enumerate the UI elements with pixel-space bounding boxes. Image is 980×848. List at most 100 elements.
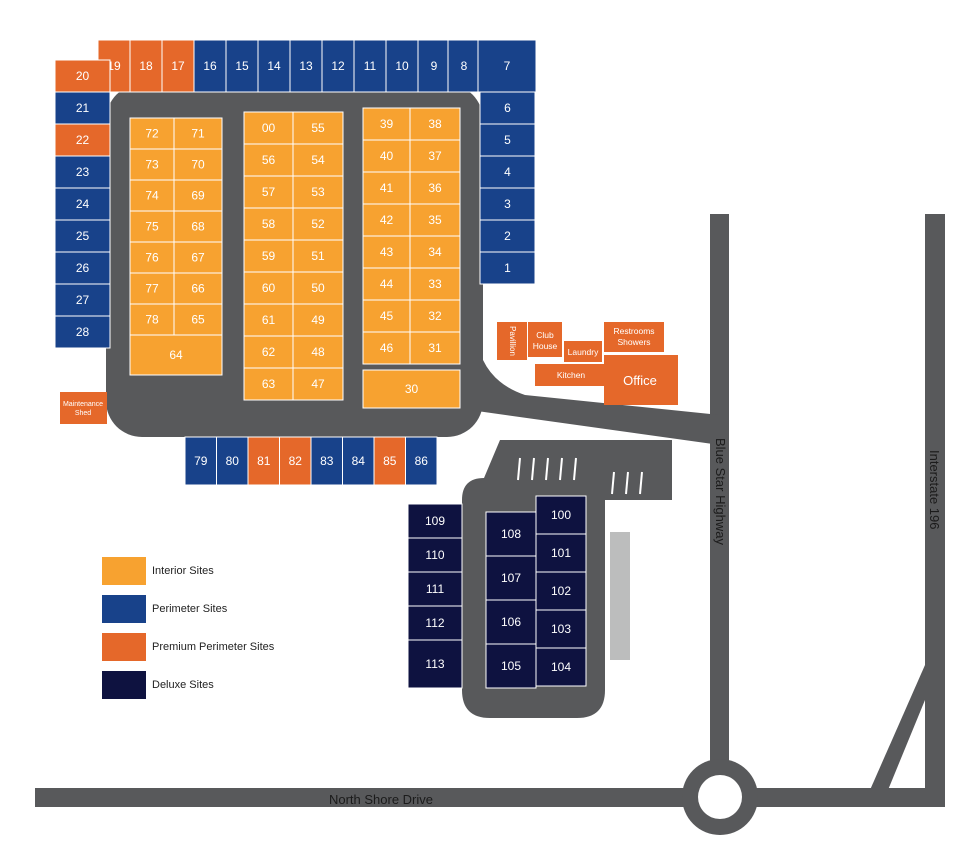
site-48[interactable]: 48 bbox=[292, 335, 344, 369]
site-68[interactable]: 68 bbox=[173, 210, 223, 243]
site-plot[interactable] bbox=[485, 555, 537, 601]
site-102[interactable]: 102 bbox=[535, 571, 587, 611]
site-plot[interactable] bbox=[417, 39, 451, 93]
site-85[interactable]: 85 bbox=[373, 436, 406, 486]
site-109[interactable]: 109 bbox=[407, 503, 463, 539]
site-53[interactable]: 53 bbox=[292, 175, 344, 209]
site-27[interactable]: 27 bbox=[54, 283, 111, 317]
site-plot[interactable] bbox=[479, 91, 536, 125]
site-plot[interactable] bbox=[409, 107, 461, 141]
site-80[interactable]: 80 bbox=[216, 436, 249, 486]
site-103[interactable]: 103 bbox=[535, 609, 587, 649]
site-plot[interactable] bbox=[479, 187, 536, 221]
site-plot[interactable] bbox=[225, 39, 259, 93]
site-11[interactable]: 11 bbox=[353, 39, 387, 93]
site-106[interactable]: 106 bbox=[485, 599, 537, 645]
site-26[interactable]: 26 bbox=[54, 251, 111, 285]
site-43[interactable]: 43 bbox=[362, 235, 411, 269]
site-36[interactable]: 36 bbox=[409, 171, 461, 205]
site-24[interactable]: 24 bbox=[54, 187, 111, 221]
site-81[interactable]: 81 bbox=[247, 436, 280, 486]
site-plot[interactable] bbox=[173, 148, 223, 181]
site-plot[interactable] bbox=[479, 251, 536, 285]
site-52[interactable]: 52 bbox=[292, 207, 344, 241]
site-71[interactable]: 71 bbox=[173, 117, 223, 150]
site-plot[interactable] bbox=[54, 123, 111, 157]
site-41[interactable]: 41 bbox=[362, 171, 411, 205]
site-plot[interactable] bbox=[407, 571, 463, 607]
site-plot[interactable] bbox=[216, 436, 249, 486]
site-plot[interactable] bbox=[362, 171, 411, 205]
site-plot[interactable] bbox=[362, 331, 411, 365]
site-plot[interactable] bbox=[129, 272, 175, 305]
site-plot[interactable] bbox=[161, 39, 195, 93]
site-plot[interactable] bbox=[362, 369, 461, 409]
site-61[interactable]: 61 bbox=[243, 303, 294, 337]
site-38[interactable]: 38 bbox=[409, 107, 461, 141]
site-5[interactable]: 5 bbox=[479, 123, 536, 157]
kitchen-building[interactable] bbox=[535, 364, 605, 386]
site-plot[interactable] bbox=[54, 91, 111, 125]
site-plot[interactable] bbox=[193, 39, 227, 93]
site-plot[interactable] bbox=[409, 171, 461, 205]
site-plot[interactable] bbox=[129, 210, 175, 243]
site-13[interactable]: 13 bbox=[289, 39, 323, 93]
site-plot[interactable] bbox=[247, 436, 280, 486]
pavilion-building[interactable] bbox=[497, 322, 527, 360]
site-plot[interactable] bbox=[535, 533, 587, 573]
site-plot[interactable] bbox=[292, 175, 344, 209]
site-plot[interactable] bbox=[54, 283, 111, 317]
site-75[interactable]: 75 bbox=[129, 210, 175, 243]
site-17[interactable]: 17 bbox=[161, 39, 195, 93]
site-50[interactable]: 50 bbox=[292, 271, 344, 305]
site-70[interactable]: 70 bbox=[173, 148, 223, 181]
site-31[interactable]: 31 bbox=[409, 331, 461, 365]
site-9[interactable]: 9 bbox=[417, 39, 451, 93]
site-112[interactable]: 112 bbox=[407, 605, 463, 641]
site-63[interactable]: 63 bbox=[243, 367, 294, 401]
site-plot[interactable] bbox=[373, 436, 406, 486]
site-plot[interactable] bbox=[173, 303, 223, 336]
site-67[interactable]: 67 bbox=[173, 241, 223, 274]
site-plot[interactable] bbox=[485, 511, 537, 557]
site-plot[interactable] bbox=[362, 139, 411, 173]
site-65[interactable]: 65 bbox=[173, 303, 223, 336]
site-66[interactable]: 66 bbox=[173, 272, 223, 305]
site-57[interactable]: 57 bbox=[243, 175, 294, 209]
site-1[interactable]: 1 bbox=[479, 251, 536, 285]
site-46[interactable]: 46 bbox=[362, 331, 411, 365]
site-plot[interactable] bbox=[310, 436, 343, 486]
site-110[interactable]: 110 bbox=[407, 537, 463, 573]
site-83[interactable]: 83 bbox=[310, 436, 343, 486]
site-plot[interactable] bbox=[407, 605, 463, 641]
site-plot[interactable] bbox=[257, 39, 291, 93]
maintenance-shed-building[interactable] bbox=[60, 392, 107, 424]
site-113[interactable]: 113 bbox=[407, 639, 463, 689]
site-00[interactable]: 00 bbox=[243, 111, 294, 145]
site-plot[interactable] bbox=[292, 335, 344, 369]
site-74[interactable]: 74 bbox=[129, 179, 175, 212]
site-plot[interactable] bbox=[54, 187, 111, 221]
site-plot[interactable] bbox=[292, 207, 344, 241]
site-plot[interactable] bbox=[129, 148, 175, 181]
site-plot[interactable] bbox=[407, 639, 463, 689]
site-78[interactable]: 78 bbox=[129, 303, 175, 336]
site-62[interactable]: 62 bbox=[243, 335, 294, 369]
site-69[interactable]: 69 bbox=[173, 179, 223, 212]
site-73[interactable]: 73 bbox=[129, 148, 175, 181]
site-44[interactable]: 44 bbox=[362, 267, 411, 301]
site-56[interactable]: 56 bbox=[243, 143, 294, 177]
site-16[interactable]: 16 bbox=[193, 39, 227, 93]
site-plot[interactable] bbox=[243, 367, 294, 401]
site-107[interactable]: 107 bbox=[485, 555, 537, 601]
site-54[interactable]: 54 bbox=[292, 143, 344, 177]
restrooms-building[interactable] bbox=[604, 322, 664, 352]
site-108[interactable]: 108 bbox=[485, 511, 537, 557]
site-82[interactable]: 82 bbox=[279, 436, 312, 486]
site-47[interactable]: 47 bbox=[292, 367, 344, 401]
site-plot[interactable] bbox=[409, 331, 461, 365]
site-plot[interactable] bbox=[479, 155, 536, 189]
site-58[interactable]: 58 bbox=[243, 207, 294, 241]
site-plot[interactable] bbox=[173, 117, 223, 150]
site-100[interactable]: 100 bbox=[535, 495, 587, 535]
